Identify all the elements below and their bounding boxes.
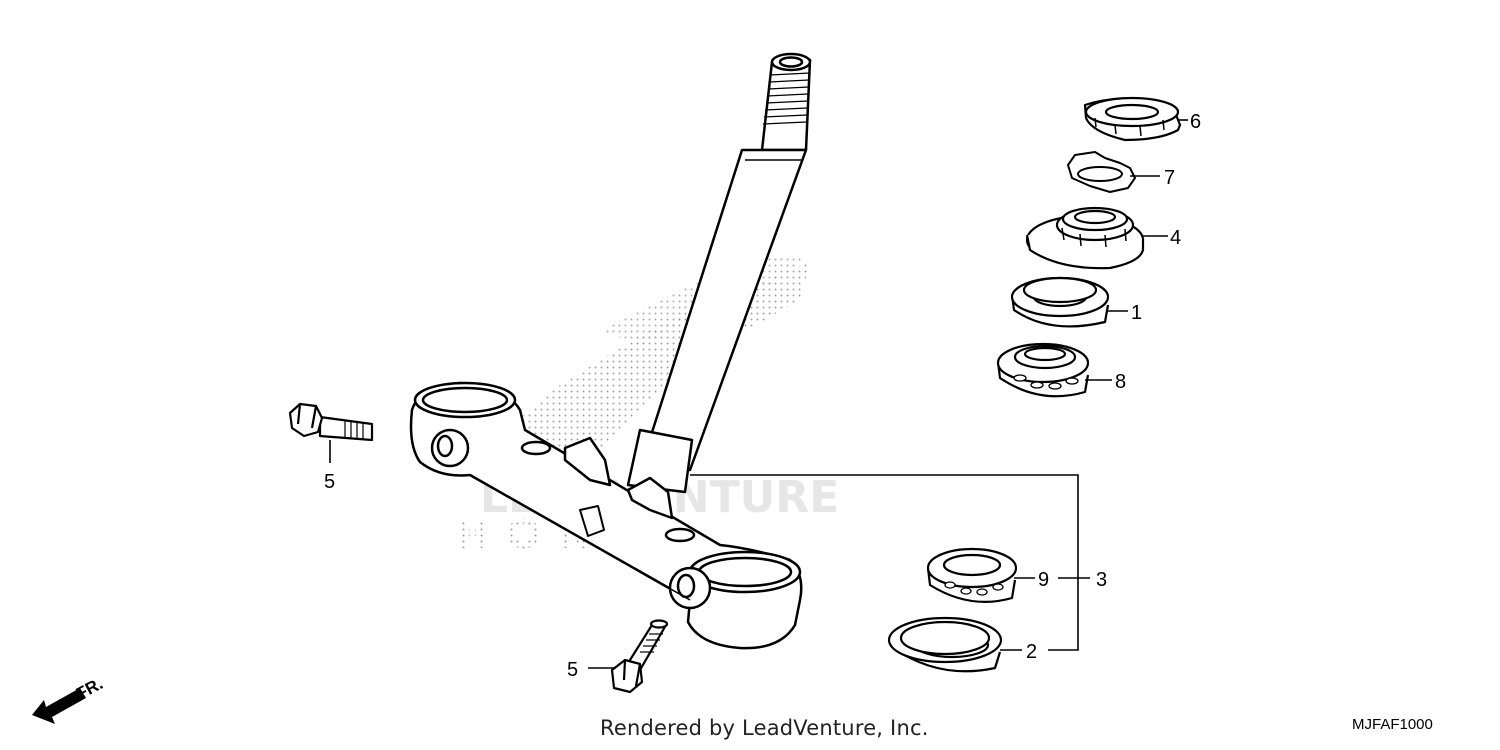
lower-race-2 [887, 616, 1003, 673]
callout-7: 7 [1164, 167, 1175, 189]
callout-6: 6 [1190, 111, 1201, 133]
upper-bearing-8 [996, 342, 1090, 398]
callout-8: 8 [1115, 371, 1126, 393]
callout-9: 9 [1038, 569, 1049, 591]
lock-nut-6 [1083, 96, 1182, 142]
callout-5-upper: 5 [324, 471, 335, 493]
callouts: 6 7 4 1 8 5 5 9 3 2 [324, 111, 1201, 681]
arrow-icon [32, 688, 86, 724]
bolt-5-lower [610, 619, 669, 694]
bolt-5-upper [288, 402, 374, 442]
callout-1: 1 [1131, 302, 1142, 324]
leader-lines [329, 119, 1188, 669]
front-direction-arrow: FR. [32, 674, 106, 724]
diagram-code: MJFAF1000 [1352, 716, 1433, 733]
callout-2: 2 [1026, 641, 1037, 663]
callout-3: 3 [1096, 569, 1107, 591]
lock-washer-7 [1067, 151, 1136, 193]
adjusting-nut-4 [1025, 206, 1145, 270]
lower-bridge [409, 381, 803, 650]
callout-5-lower: 5 [567, 659, 578, 681]
dust-seal-1 [1010, 276, 1110, 328]
lower-bearing-9 [926, 547, 1018, 603]
steering-stem [626, 52, 812, 494]
render-credit: Rendered by LeadVenture, Inc. [600, 716, 929, 740]
callout-4: 4 [1170, 227, 1181, 249]
